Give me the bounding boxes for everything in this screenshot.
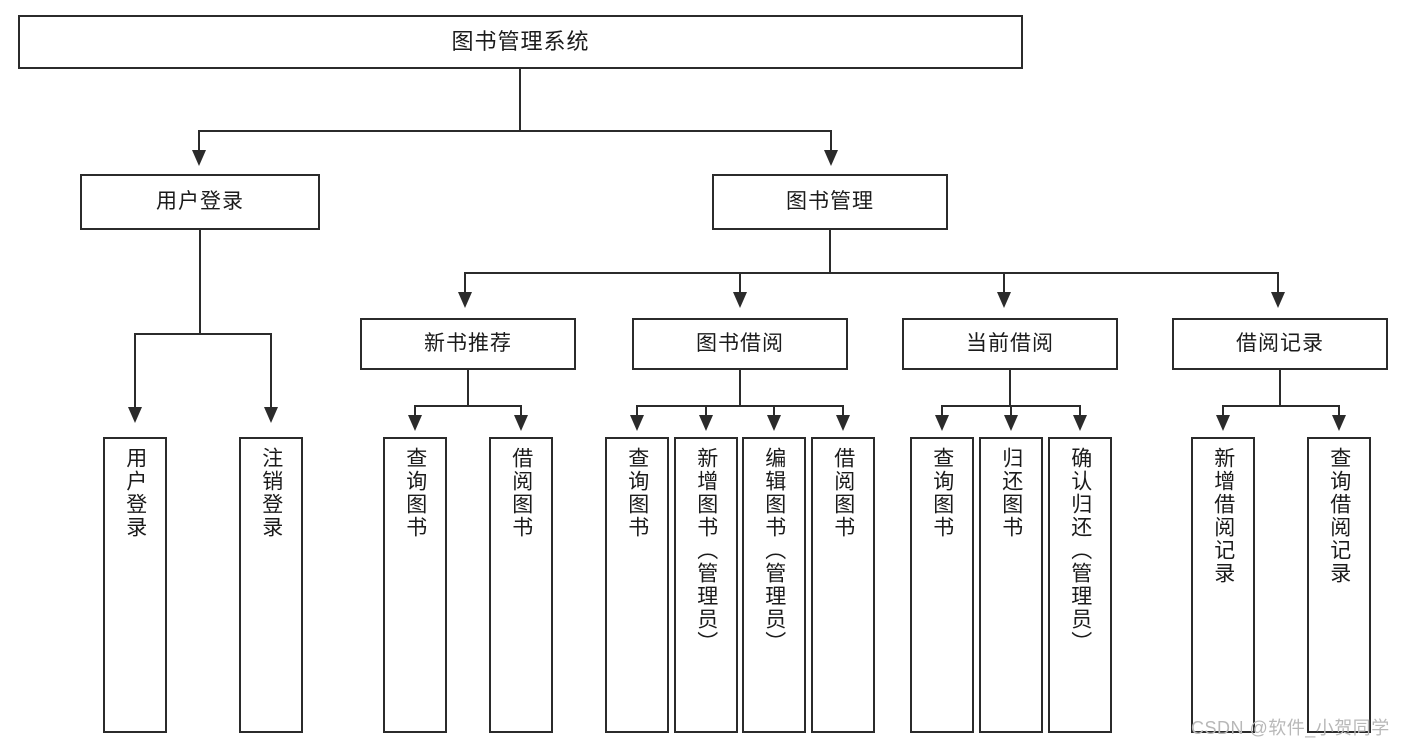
arrow-bb-leaf-4: [836, 415, 850, 431]
arrow-to-new-book-recommend: [458, 292, 472, 308]
arrow-cb-leaf-2: [1004, 415, 1018, 431]
leaf-add-borrow-record[interactable]: 新增借阅记录: [1191, 437, 1255, 733]
leaf-query-book-borrow[interactable]: 查询图书: [605, 437, 669, 733]
edge-user-login-bus: [134, 333, 271, 335]
arrow-to-leaf-logout: [264, 407, 278, 423]
node-label: 图书管理: [786, 190, 874, 214]
arrow-nb-leaf-1: [408, 415, 422, 431]
node-label: 新书推荐: [424, 332, 512, 356]
edge-new-book-to-leaf-2: [520, 405, 522, 417]
leaf-edit-book-admin[interactable]: 编辑图书（管理员）: [742, 437, 806, 733]
arrow-cb-leaf-3: [1073, 415, 1087, 431]
arrow-bb-leaf-2: [699, 415, 713, 431]
edge-cb-to-leaf-3: [1079, 405, 1081, 417]
node-user-login[interactable]: 用户登录: [80, 174, 320, 230]
leaf-logout[interactable]: 注销登录: [239, 437, 303, 733]
node-book-borrow[interactable]: 图书借阅: [632, 318, 848, 370]
node-label: 图书借阅: [696, 332, 784, 356]
node-label: 当前借阅: [966, 332, 1054, 356]
edge-bb-to-leaf-1: [636, 405, 638, 417]
leaf-label: 查询借阅记录: [1327, 447, 1351, 585]
leaf-borrow-book-recommend[interactable]: 借阅图书: [489, 437, 553, 733]
node-label: 用户登录: [156, 190, 244, 214]
leaf-borrow-book[interactable]: 借阅图书: [811, 437, 875, 733]
edge-bm-to-current-borrow: [1003, 272, 1005, 294]
edge-borrow-record-bus: [1222, 405, 1339, 407]
node-new-book-recommend[interactable]: 新书推荐: [360, 318, 576, 370]
edge-bm-to-borrow-record: [1277, 272, 1279, 294]
arrow-br-leaf-2: [1332, 415, 1346, 431]
edge-user-login-to-leaf-1: [134, 333, 136, 409]
edge-user-login-to-leaf-2: [270, 333, 272, 409]
node-label: 图书管理系统: [451, 28, 590, 54]
node-borrow-record[interactable]: 借阅记录: [1172, 318, 1388, 370]
leaf-label: 新增图书（管理员）: [694, 447, 718, 654]
edge-new-book-to-leaf-1: [414, 405, 416, 417]
leaf-label: 借阅图书: [831, 447, 855, 539]
edge-new-book-bus: [414, 405, 521, 407]
edge-new-book-stem: [467, 370, 469, 406]
leaf-label: 归还图书: [999, 447, 1023, 539]
arrow-to-borrow-record: [1271, 292, 1285, 308]
edge-user-login-stem: [199, 230, 201, 334]
leaf-return-book[interactable]: 归还图书: [979, 437, 1043, 733]
edge-bm-to-new-book: [464, 272, 466, 294]
edge-cb-to-leaf-1: [941, 405, 943, 417]
arrow-to-user-login: [192, 150, 206, 166]
leaf-label: 用户登录: [123, 447, 147, 539]
leaf-label: 注销登录: [259, 447, 283, 539]
leaf-label: 确认归还（管理员）: [1068, 447, 1092, 654]
edge-root-to-book-management: [830, 130, 832, 152]
leaf-label: 新增借阅记录: [1211, 447, 1235, 585]
edge-root-stem: [519, 69, 521, 131]
edge-book-management-stem: [829, 230, 831, 273]
leaf-query-book-current[interactable]: 查询图书: [910, 437, 974, 733]
edge-book-management-bus: [464, 272, 1278, 274]
arrow-br-leaf-1: [1216, 415, 1230, 431]
csdn-watermark: CSDN @软件_小贺同学: [1191, 718, 1390, 738]
edge-borrow-record-stem: [1279, 370, 1281, 406]
leaf-label: 编辑图书（管理员）: [762, 447, 786, 654]
edge-current-borrow-stem: [1009, 370, 1011, 406]
edge-bb-to-leaf-2: [705, 405, 707, 417]
arrow-to-book-borrow: [733, 292, 747, 308]
leaf-query-borrow-record[interactable]: 查询借阅记录: [1307, 437, 1371, 733]
leaf-add-book-admin[interactable]: 新增图书（管理员）: [674, 437, 738, 733]
edge-root-to-user-login: [198, 130, 200, 152]
arrow-bb-leaf-1: [630, 415, 644, 431]
arrow-bb-leaf-3: [767, 415, 781, 431]
arrow-to-book-management: [824, 150, 838, 166]
node-label: 借阅记录: [1236, 332, 1324, 356]
edge-cb-to-leaf-2: [1010, 405, 1012, 417]
arrow-nb-leaf-2: [514, 415, 528, 431]
edge-bm-to-book-borrow: [739, 272, 741, 294]
edge-root-bus: [198, 130, 832, 132]
arrow-to-leaf-user-login: [128, 407, 142, 423]
arrow-cb-leaf-1: [935, 415, 949, 431]
edge-book-borrow-bus: [636, 405, 843, 407]
leaf-label: 查询图书: [930, 447, 954, 539]
leaf-confirm-return-admin[interactable]: 确认归还（管理员）: [1048, 437, 1112, 733]
edge-book-borrow-stem: [739, 370, 741, 406]
arrow-to-current-borrow: [997, 292, 1011, 308]
edge-br-to-leaf-1: [1222, 405, 1224, 417]
leaf-query-book-recommend[interactable]: 查询图书: [383, 437, 447, 733]
node-book-management[interactable]: 图书管理: [712, 174, 948, 230]
edge-bb-to-leaf-4: [842, 405, 844, 417]
leaf-label: 查询图书: [625, 447, 649, 539]
leaf-label: 查询图书: [403, 447, 427, 539]
node-book-management-system[interactable]: 图书管理系统: [18, 15, 1023, 69]
leaf-label: 借阅图书: [509, 447, 533, 539]
edge-bb-to-leaf-3: [773, 405, 775, 417]
edge-br-to-leaf-2: [1338, 405, 1340, 417]
node-current-borrow[interactable]: 当前借阅: [902, 318, 1118, 370]
leaf-user-login[interactable]: 用户登录: [103, 437, 167, 733]
